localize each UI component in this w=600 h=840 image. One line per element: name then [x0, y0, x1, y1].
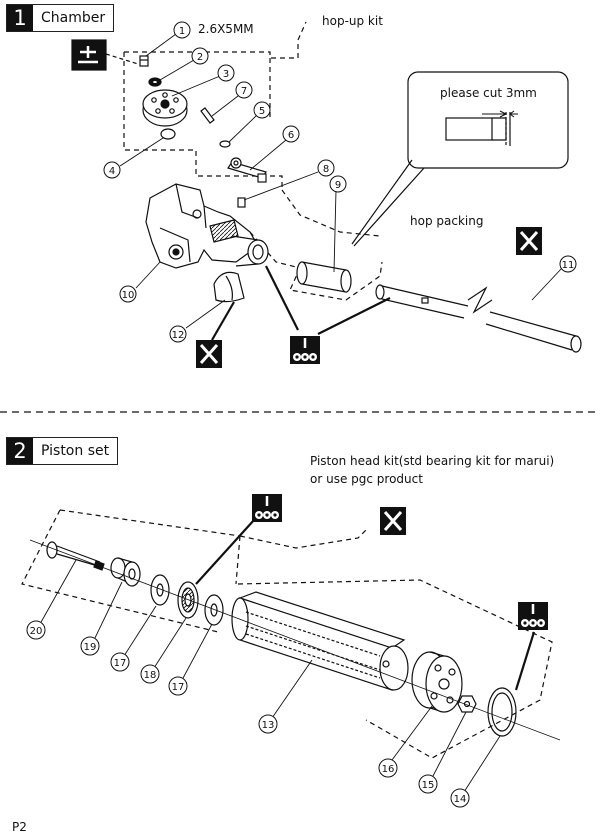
part-number-13: 13: [262, 720, 275, 731]
part-number-18: 18: [144, 670, 157, 681]
part-13-piston: [231, 591, 409, 691]
part-8-nub: [237, 197, 246, 208]
part-14-o-ring-inner: [491, 692, 513, 732]
part-4-o-ring: [160, 128, 176, 140]
grease-gear-icon: [518, 602, 548, 630]
clip-pointer-line: [211, 301, 235, 341]
part-11-inner-barrel: [375, 284, 582, 353]
part-number-4: 4: [109, 166, 115, 177]
part-2-washer: [148, 77, 162, 87]
part-number-12: 12: [172, 330, 185, 341]
section2-header: 2 Piston set: [6, 437, 119, 465]
assembly-axis: [29, 539, 561, 741]
part-6-hop-arm: [227, 157, 267, 183]
part-number-17-a: 17: [114, 658, 127, 669]
part-1-screw: [139, 55, 149, 67]
grease-gear-icon: [252, 494, 282, 522]
part-20-screw: [46, 541, 105, 571]
piston-head-kit-frame: [21, 509, 553, 759]
screw-spec-label: 2.6X5MM: [198, 22, 254, 36]
part-number-17-b: 17: [172, 682, 185, 693]
hop-packing-label: hop packing: [410, 214, 484, 228]
piston-note-line2: or use pgc product: [310, 472, 423, 486]
hopup-kit-frame: [123, 21, 383, 301]
part-15-nut: [457, 695, 477, 713]
hopup-kit-label: hop-up kit: [322, 14, 383, 28]
part-number-5: 5: [259, 106, 265, 117]
part-number-2: 2: [197, 52, 203, 63]
section2-title: Piston set: [41, 443, 110, 459]
part-number-8: 8: [323, 164, 329, 175]
part-10-chamber-body: [145, 183, 259, 269]
part-number-3: 3: [223, 69, 229, 80]
part-9-hop-packing: [296, 261, 352, 293]
part-number-10: 10: [122, 290, 135, 301]
section1-title: Chamber: [41, 10, 106, 26]
part-17-washer-b: [204, 594, 224, 626]
part-12-clip: [213, 271, 245, 303]
section2-number: 2: [7, 438, 33, 464]
part-7-pin: [200, 107, 215, 124]
part-number-16: 16: [382, 764, 395, 775]
cut-instruction-label: please cut 3mm: [440, 86, 537, 100]
part-number-15: 15: [422, 780, 435, 791]
part-number-6: 6: [288, 130, 294, 141]
grease-gear-icon: [290, 336, 320, 364]
section1-header: 1 Chamber: [6, 4, 115, 32]
cut-callout-box: [351, 71, 569, 247]
part-17-washer-a: [150, 574, 170, 606]
page-number: P2: [12, 820, 27, 834]
cross-mark-icon: [196, 340, 222, 368]
section1-leaders: [119, 33, 563, 329]
part-number-14: 14: [454, 794, 467, 805]
chamber-nozzle: [231, 235, 269, 267]
bearing-grease-pointer: [195, 519, 255, 585]
part-number-11: 11: [562, 260, 575, 271]
grease-pointer-lines: [265, 265, 391, 335]
part-number-1: 1: [179, 26, 185, 37]
part-3-hopup-wheel: [142, 89, 188, 127]
part-14-o-ring: [487, 687, 517, 737]
section2-leaders: [39, 559, 501, 793]
piston-note-line1: Piston head kit(std bearing kit for maru…: [310, 454, 555, 468]
part-number-19: 19: [84, 642, 97, 653]
part-number-20: 20: [30, 626, 43, 637]
section1-number: 1: [7, 5, 33, 31]
cross-mark-icon: [380, 507, 406, 535]
screwdriver-icon: [71, 39, 139, 71]
part-number-9: 9: [335, 180, 341, 191]
part-16-piston-head: [411, 651, 463, 713]
part-number-7: 7: [241, 86, 247, 97]
oring-grease-pointer: [514, 631, 536, 691]
part-5-o-ring: [219, 140, 231, 148]
cross-mark-icon: [516, 227, 542, 255]
